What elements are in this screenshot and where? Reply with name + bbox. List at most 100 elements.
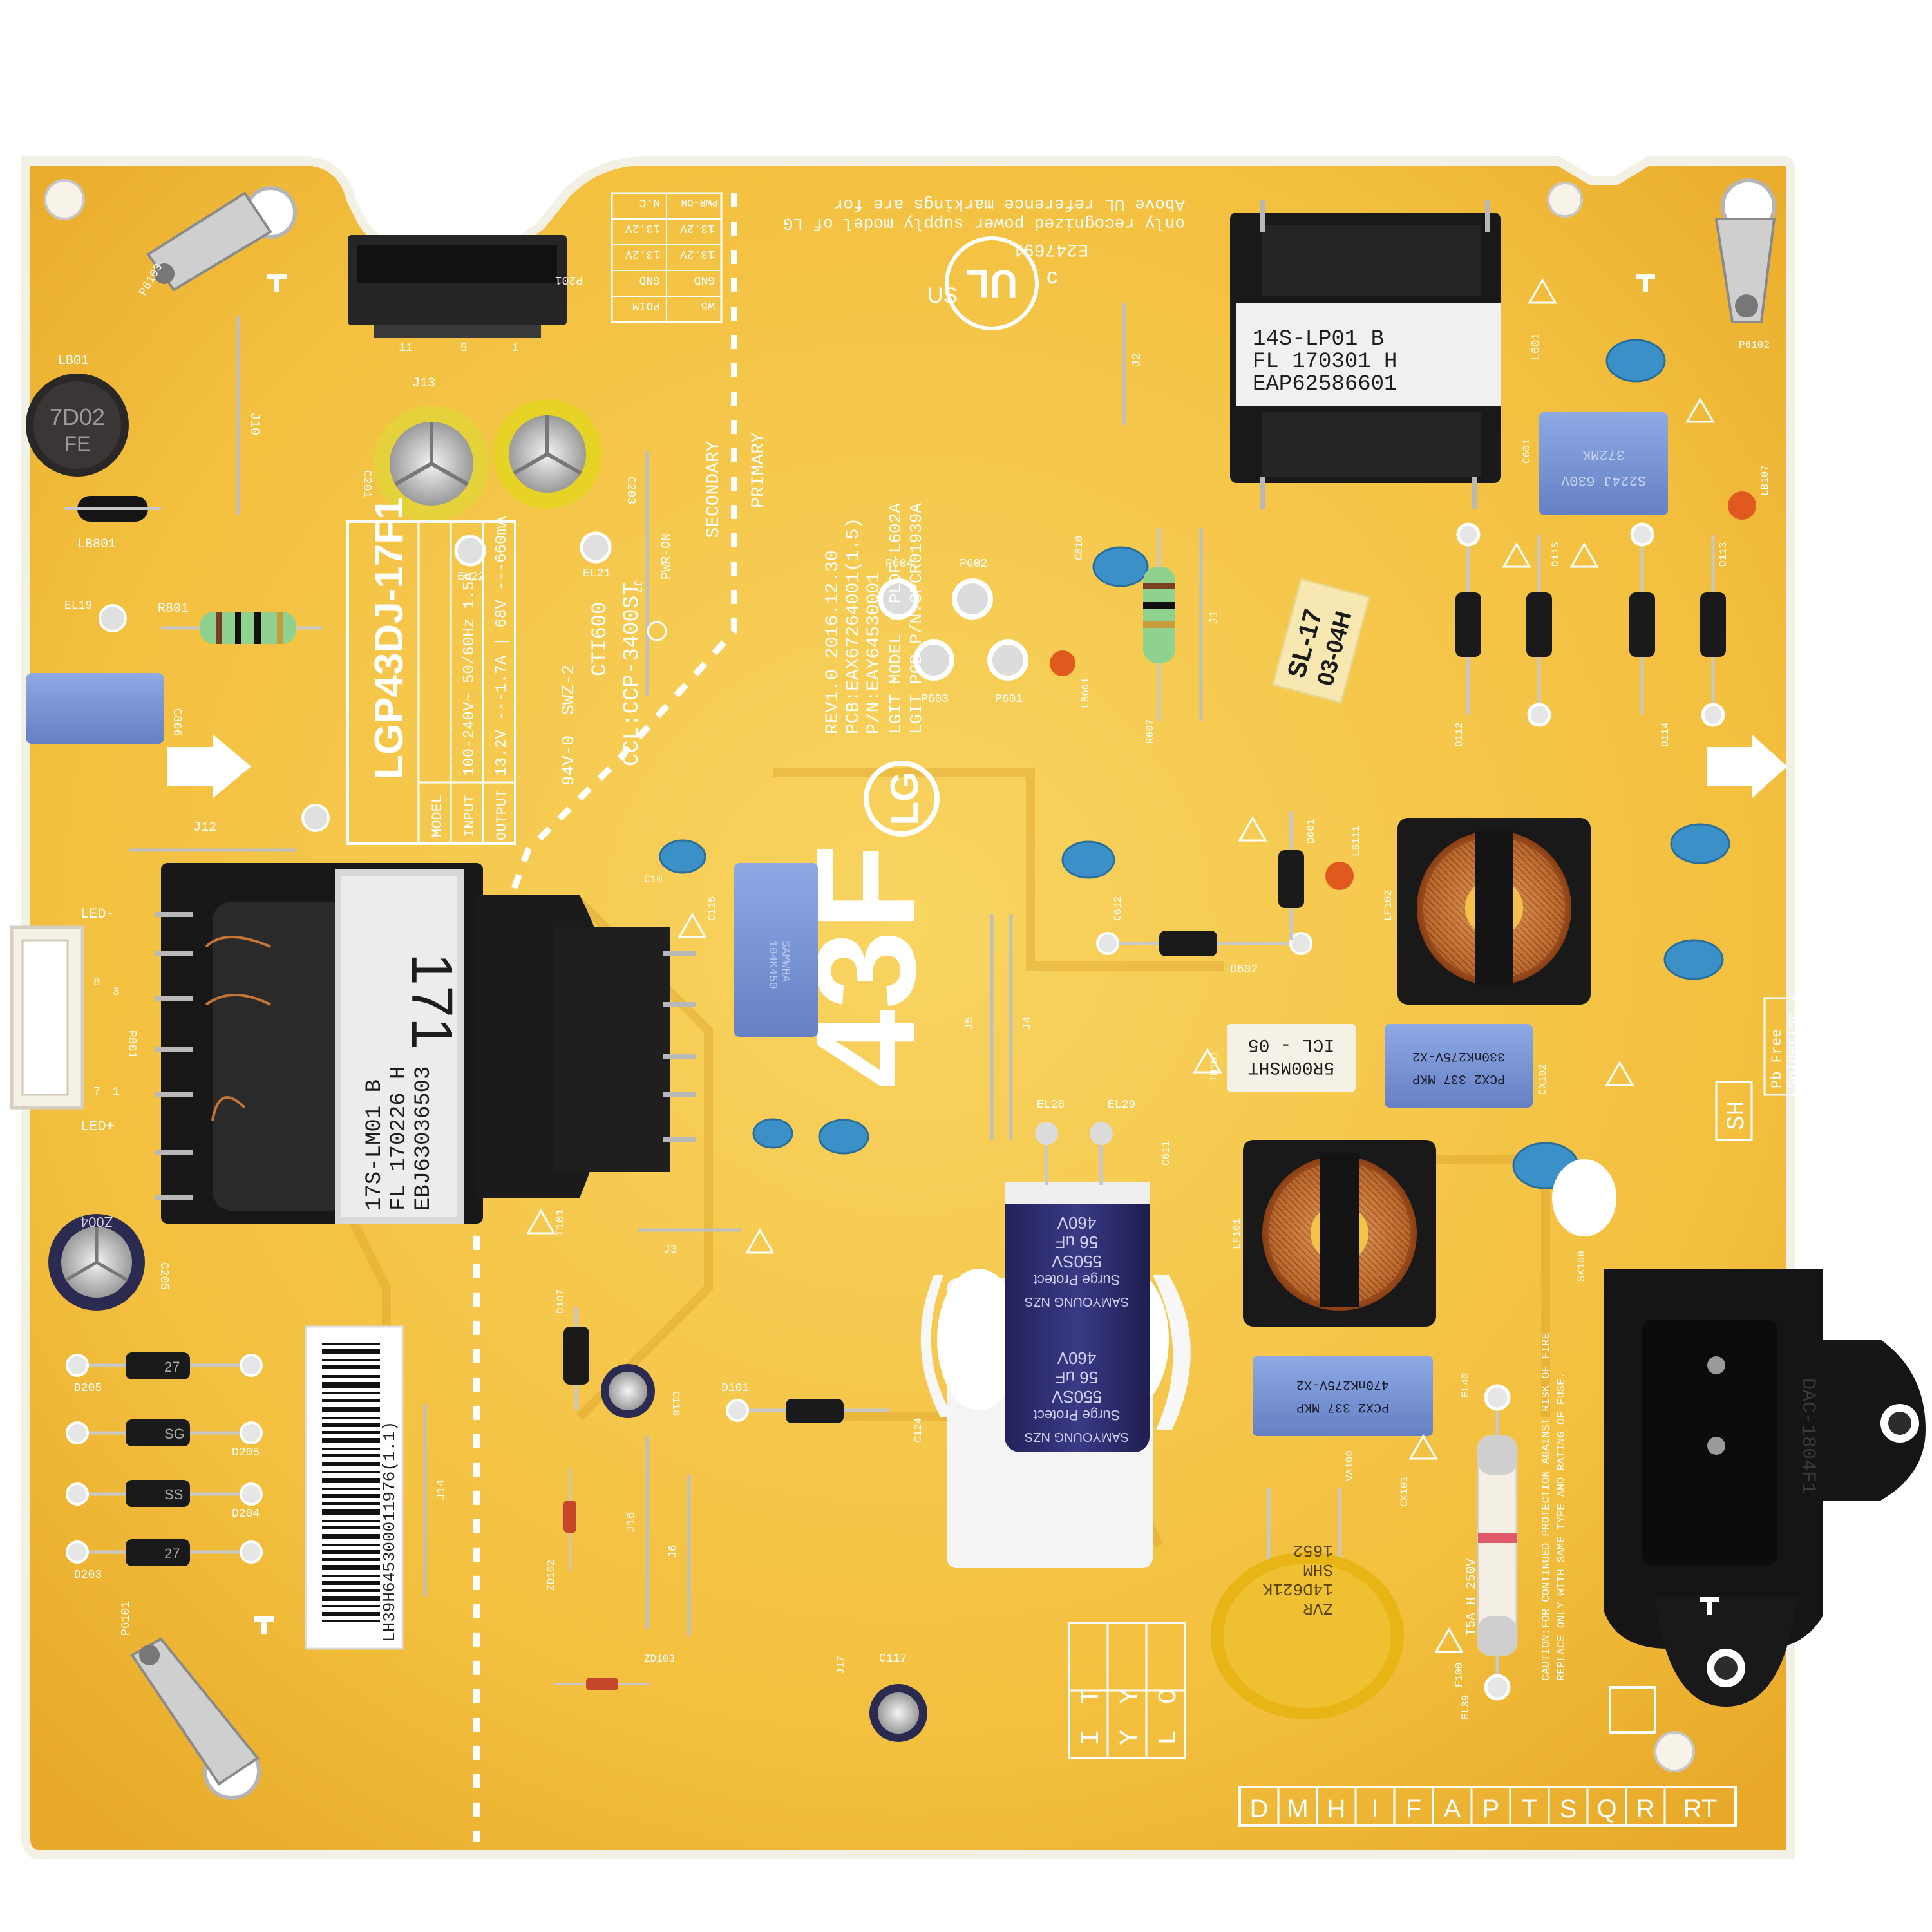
electrolytic-capacitor-c201 [374,406,489,522]
ref-d601: D601 [1305,819,1317,844]
diode-text-4: 27 [164,1546,180,1562]
ref-c118: C118 [670,1391,681,1416]
connector-p201 [348,235,567,338]
ref-c10: C10 [644,874,663,886]
spec-input-value: 100-240V~ 50/60Hz 1.5A [461,572,478,776]
mounting-clip-p6101 [130,1637,261,1800]
bottom-letter-row: D M H I F A P T S Q R RT [1238,1786,1737,1827]
ref-p6101: P6101 [120,1601,133,1636]
c115-text-1: 104K450 [766,940,779,989]
electrolytic-capacitor-c205: Z004 [48,1214,145,1311]
ref-va100: VA100 [1344,1450,1356,1481]
cap-top-line1: 460V [1057,1213,1096,1233]
ref-el19: EL19 [64,600,92,612]
cx102-text-1: 330nK275V-X2 [1412,1048,1505,1063]
test-point-el21 [580,531,612,564]
pad-label-p602: P602 [960,558,987,571]
inductor-top-line1: 7D02 [50,404,105,430]
ul-marking: Above UL reference markings are for only… [783,194,1185,259]
cti-ccl-marking: SWZ-2 94V-0 CTI600 CCL:CCP-3400ST [559,582,667,786]
p201-pin-table: W5 PDIM GND GND 13.2V 13.2V 13.2V 13.2V … [611,192,723,323]
revision-info: REV1.0 2016.12.30 PCB:EAX67264001(1.5) P… [823,503,926,734]
transformer-l601-label: 14S-LP01 B FL 170301 H EAP62586601 [1253,327,1397,397]
transformer-l601 [1230,200,1501,509]
double-insulation-symbol [1609,1686,1656,1734]
ccl-mark: CCL:CCP-3400ST [620,582,645,766]
ref-p201: P201 [555,273,583,286]
ref-d203: D203 [74,1569,102,1582]
connector-pin-11: 11 [399,342,413,355]
bottom-letter-5: A [1444,1795,1461,1823]
ref-el22: EL22 [457,571,485,583]
ref-el39: EL39 [1460,1695,1472,1719]
mounting-hole-right-bottom [1654,1731,1695,1772]
cap-top-line2: 56 uF [1056,1233,1099,1252]
ul-logo: UL US c [927,236,1057,330]
varistor-va100 [1211,1488,1404,1719]
bottom-letter-6: P [1482,1795,1500,1823]
ref-d204: D204 [232,1508,260,1520]
ref-t101: T101 [554,1209,567,1236]
ref-d205-a: D205 [74,1382,102,1395]
resistor-r607 [1143,528,1175,721]
connector-pin-1: 1 [512,342,519,355]
y-capacitor-white [1552,1159,1616,1236]
aux-transformer-line2: FL 170301 H [1253,350,1397,374]
direction-arrow-right [1707,734,1787,799]
varistor-text: ZVR 14D621K SHM 1652 [1262,1540,1333,1618]
screw-marks [254,274,1719,1634]
pad-label-p601: P601 [995,693,1023,706]
bottom-letter-11: RT [1683,1795,1718,1823]
ref-lb01: LB01 [58,354,89,368]
spec-output-label: OUTPUT [494,790,510,840]
ref-lb107: LB107 [1759,465,1771,496]
marking-grid: IT YY LO [1068,1622,1186,1759]
ref-r607: R607 [1144,719,1156,744]
label-led-minus: LED- [80,906,115,922]
p201-cell-1-1: GND [639,273,660,286]
label-led-plus: LED+ [80,1119,115,1135]
film-capacitor-c601: 372MK S224J 630V [1539,412,1668,515]
electrolytic-capacitor-c117 [869,1684,927,1742]
p801-pin-8: 8 [93,976,100,989]
bottom-letter-10: R [1636,1795,1655,1823]
common-mode-choke-lf102 [1397,818,1591,1005]
lg-logo-text: LG [883,772,926,825]
bulk-capacitor-text-bottom: 460V 56 uF 550SV Surge Protect SAMYOUNG … [1025,1349,1129,1444]
ref-j2: J2 [1131,353,1144,367]
barcode-text: LH39H645300011976(1.1) [380,1421,399,1642]
p801-pin-7: 7 [93,1086,100,1099]
test-point-el-left [301,804,330,832]
sh-text: SH [1723,1101,1751,1130]
swz-mark: SWZ-2 [559,665,578,715]
p201-cell-1-0: GND [694,273,715,286]
ref-cx102: CX102 [1537,1064,1549,1095]
p801-pin-3: 3 [113,986,120,999]
spec-input-label: INPUT [462,795,478,837]
pad-label-p603: P603 [921,693,949,706]
ref-el28: EL28 [1037,1099,1065,1112]
ref-j6: J6 [667,1544,680,1558]
ref-c203: C203 [624,477,637,504]
aux-transformer-line1: 14S-LP01 B [1253,327,1384,352]
ref-j16: J16 [625,1512,638,1533]
ref-d115: D115 [1550,542,1562,567]
common-mode-choke-lf101 [1243,1140,1436,1327]
zener-zd102 [564,1468,576,1571]
ref-j17: J17 [835,1656,847,1674]
resistor-r801 [161,612,322,644]
ref-lf102: LF102 [1383,890,1394,921]
pb-free-line2: Soldering [1785,1012,1801,1088]
p201-cell-2-1: 13.2V [625,247,660,260]
diode-text-1: 27 [164,1359,180,1375]
ref-c611: C611 [1160,1141,1172,1166]
connector-pin-5: 5 [460,342,468,355]
label-secondary: SECONDARY [704,440,724,538]
diode-pads [66,1354,263,1564]
sh-mark: SH [1715,1081,1753,1141]
cap-top-line3: 550SV [1051,1252,1102,1271]
fuse-rating: T5A H 250V [1464,1558,1479,1636]
cap-bottom-line1: 460V [1057,1349,1096,1368]
ref-d114: D114 [1660,723,1671,747]
